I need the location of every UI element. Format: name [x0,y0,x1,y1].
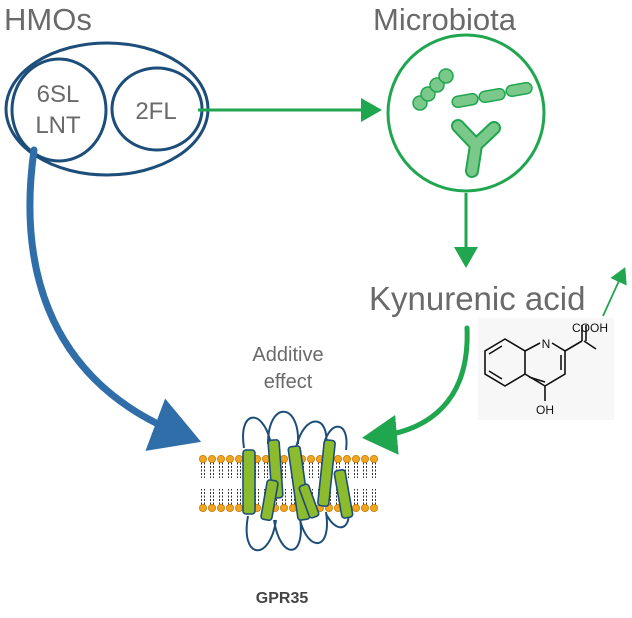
lipid-head [225,503,234,512]
structure-label-cooh: COOH [572,321,608,335]
lipid-head [234,503,243,512]
lipid-head [216,454,225,463]
lipid-head [360,454,369,463]
microbiota-circle [386,33,546,193]
lipid-head [342,454,351,463]
microbiota-title: Microbiota [373,2,517,37]
gpr35-label: GPR35 [256,590,309,607]
hmo-label-lnt: LNT [35,112,81,139]
lipid-head [207,503,216,512]
lipid-head [369,503,378,512]
hmo-label-2fl: 2FL [135,98,176,125]
lipid-head [360,503,369,512]
lipid-head [279,454,288,463]
additive-effect-line-1: Additive [252,344,323,366]
bacteria-bifido-icon [451,119,501,178]
lipid-head [198,454,207,463]
arrow-hmos-to-gpr35 [26,146,202,451]
kynurenic-acid-structure: N COOH OH [478,318,614,420]
kynurenic-acid-label: Kynurenic acid [369,280,585,317]
structure-label-n: N [542,337,551,351]
gpr35-receptor-icon [242,410,354,552]
lipid-head [279,503,288,512]
hmos-title: HMOs [4,2,92,37]
lipid-head [198,503,207,512]
lipid-head [207,454,216,463]
structure-label-oh: OH [536,403,554,417]
arrow-kynurenic-to-gpr35 [362,325,470,455]
lipid-head [333,454,342,463]
lipid-head [225,454,234,463]
bacteria-cocci-chain-icon [412,68,454,111]
lipid-head [306,454,315,463]
increase-arrow-icon [602,267,627,317]
lipid-head [351,503,360,512]
lipid-head [216,503,225,512]
hmos-left-ellipse [10,57,108,163]
lipid-head [351,454,360,463]
lipid-head [369,454,378,463]
additive-effect-line-2: effect [264,371,313,393]
lipid-head [234,454,243,463]
bacteria-rod-chain-icon [451,81,533,109]
hmo-label-6sl: 6SL [37,81,80,108]
